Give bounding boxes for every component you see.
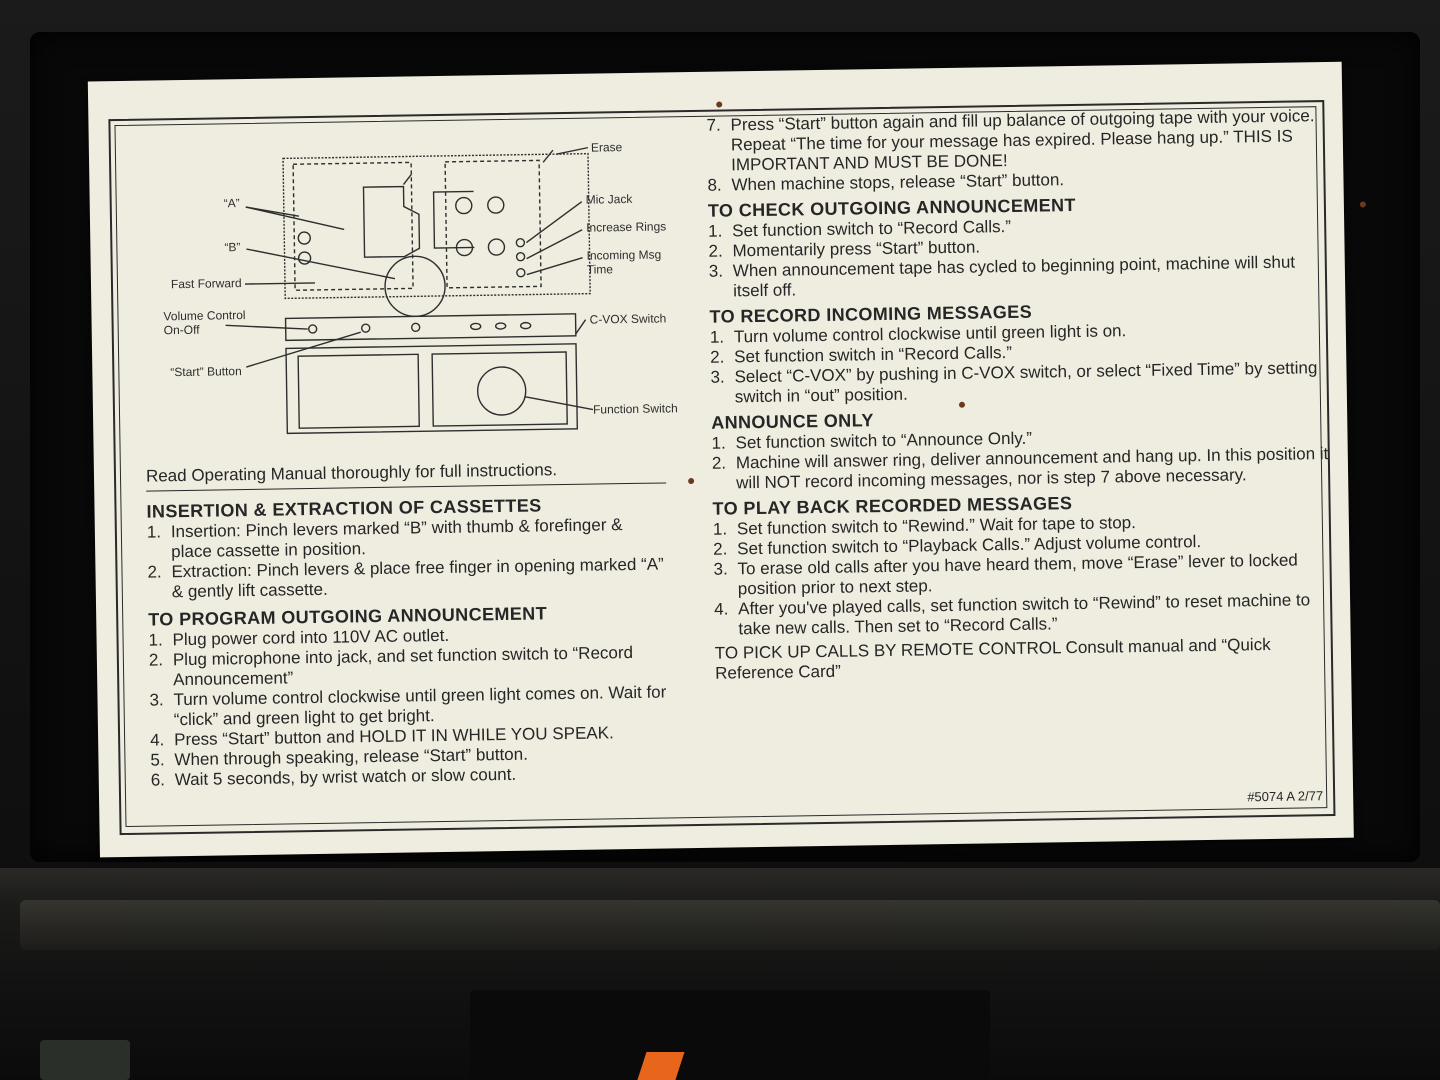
section-record: TO RECORD INCOMING MESSAGES 1.Turn volum… [709, 296, 1331, 408]
machine-diagram: Erase “A” Mic Jack Increase Rings “B” In… [163, 140, 678, 435]
list-item: 4.After you've played calls, set functio… [714, 590, 1311, 639]
label-start-button: “Start” Button [170, 364, 242, 379]
label-a: “A” [224, 196, 240, 210]
label-function-switch: Function Switch [593, 401, 678, 416]
label-incoming-msg: Incoming Msg [586, 247, 661, 262]
label-on-off: On-Off [164, 323, 201, 338]
list-item: 2.Machine will answer ring, deliver anno… [711, 444, 1329, 493]
continued-steps: 7.Press “Start” button again and fill up… [706, 106, 1327, 196]
label-erase: Erase [591, 140, 623, 154]
label-b: “B” [224, 240, 240, 254]
rust-spot [716, 101, 723, 108]
rust-spot [688, 477, 695, 485]
left-column: INSERTION & EXTRACTION OF CASSETTES 1.In… [146, 492, 671, 794]
list-item: 7.Press “Start” button again and fill up… [706, 106, 1315, 175]
list-item: 2.Extraction: Pinch levers & place free … [147, 554, 664, 602]
list-item: 3.When announcement tape has cycled to b… [708, 252, 1296, 301]
device-ridge [20, 900, 1440, 950]
list-item: 3.Select “C-VOX” by pushing in C-VOX swi… [710, 358, 1318, 407]
label-cvox-switch: C-VOX Switch [589, 311, 666, 326]
section-check: TO CHECK OUTGOING ANNOUNCEMENT 1.Set fun… [708, 190, 1330, 302]
section-playback: TO PLAY BACK RECORDED MESSAGES 1.Set fun… [712, 488, 1334, 640]
label-fast-forward: Fast Forward [171, 276, 242, 291]
bottom-component [40, 1040, 130, 1080]
section-insertion: INSERTION & EXTRACTION OF CASSETTES 1.In… [146, 492, 668, 602]
label-volume-control: Volume Control [163, 308, 245, 323]
right-column: 7.Press “Start” button again and fill up… [706, 106, 1335, 684]
section-announce-only: ANNOUNCE ONLY 1.Set function switch to “… [711, 402, 1332, 494]
label-increase-rings: Increase Rings [586, 219, 666, 234]
label-mic-jack: Mic Jack [586, 192, 634, 207]
section-program: TO PROGRAM OUTGOING ANNOUNCEMENT 1.Plug … [148, 600, 671, 790]
rust-spot [958, 401, 966, 408]
rust-spot [1359, 201, 1366, 208]
reference-code: #5074 A 2/77 [1247, 788, 1324, 805]
label-time: Time [587, 262, 614, 276]
instruction-card: Erase “A” Mic Jack Increase Rings “B” In… [87, 61, 1366, 858]
device-slot [470, 990, 990, 1080]
